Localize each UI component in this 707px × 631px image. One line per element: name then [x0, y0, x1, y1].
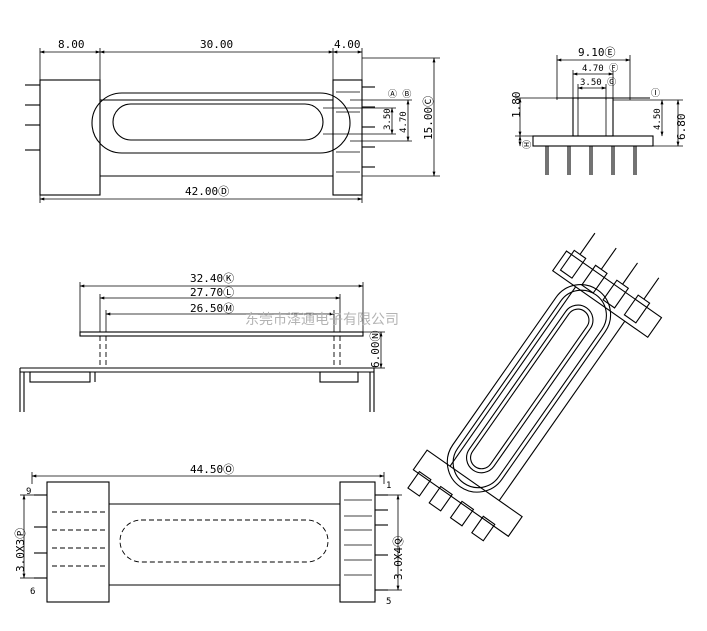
watermark: 东莞市泽通电子有限公司 — [245, 311, 399, 328]
dim-slot-label: 3.50 — [383, 108, 393, 130]
dim-d1-label: 32.40Ⓚ — [190, 272, 234, 285]
dim-left-label: 8.00 — [58, 38, 85, 51]
dim-right-pitch-label: 3.0X4Ⓠ — [392, 536, 405, 580]
dim-d3-label: 26.50Ⓜ — [190, 302, 234, 315]
dim-d2-label: 27.70Ⓛ — [190, 286, 234, 299]
pin-1-label: 1 — [386, 481, 391, 491]
front-view: 32.40Ⓚ 27.70Ⓛ 26.50Ⓜ 6.00Ⓝ — [19, 272, 385, 412]
isometric-view — [407, 232, 663, 542]
dim-right-label: 4.00 — [334, 38, 361, 51]
pin-5-label: 5 — [386, 597, 391, 607]
dim-inner-label: 4.70 — [399, 111, 409, 133]
dim-height-label: 15.00Ⓒ — [422, 96, 435, 140]
dim-left-pitch-label: 3.0X3Ⓟ — [14, 528, 27, 572]
dim-h2-label: 6.80 — [675, 114, 688, 141]
dim-w-total-label: 9.10Ⓔ — [578, 46, 616, 59]
pin-9-label: 9 — [26, 487, 31, 497]
dim-w-mid-label: 4.70 Ⓕ — [582, 63, 618, 74]
dim-i-mark: Ⓘ — [651, 88, 660, 99]
dim-h-mark: Ⓗ — [522, 140, 533, 149]
dim-flange-label: 1.80 — [510, 92, 523, 119]
bottom-view: 44.50Ⓞ 9 6 1 5 3.0X3Ⓟ — [14, 463, 405, 607]
dim-total-label: 42.00Ⓓ — [185, 185, 229, 198]
dim-center-label: 30.00 — [200, 38, 233, 51]
dim-ab-label: Ⓐ Ⓑ — [388, 89, 411, 100]
top-view: 8.00 30.00 4.00 15.00Ⓒ — [25, 38, 440, 203]
pin-6-label: 6 — [30, 587, 35, 597]
dim-w-inner-label: 3.50 Ⓖ — [580, 77, 616, 88]
dim-bottom-total-label: 44.50Ⓞ — [190, 463, 234, 476]
dim-h-label: 6.00Ⓝ — [369, 331, 382, 369]
side-view: 9.10Ⓔ 4.70 Ⓕ 3.50 Ⓖ 1.80 Ⓗ — [510, 46, 688, 175]
dim-h1-label: 4.50 — [653, 108, 663, 130]
